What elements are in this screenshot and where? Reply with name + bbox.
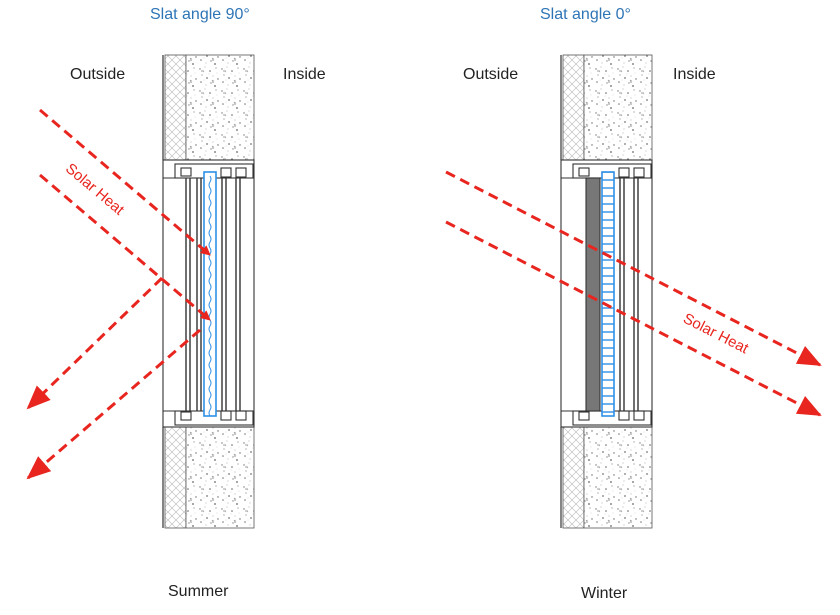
panel-title-summer: Slat angle 90° <box>150 6 250 23</box>
wall-section-winter <box>560 54 653 529</box>
season-label-winter: Winter <box>581 585 628 602</box>
season-label-summer: Summer <box>168 583 229 600</box>
panel-title-winter: Slat angle 0° <box>540 6 631 23</box>
outside-label-winter: Outside <box>463 66 519 83</box>
blind-slats-closed <box>203 171 217 417</box>
inside-label-winter: Inside <box>673 66 716 83</box>
window-frame-winter <box>560 159 653 428</box>
solar-heat-arrows-winter <box>445 170 822 417</box>
blind-slats-open <box>601 171 615 417</box>
solar-heat-arrows-summer <box>26 108 211 480</box>
inside-label-summer: Inside <box>283 66 326 83</box>
outside-label-summer: Outside <box>70 66 126 83</box>
wall-section-summer <box>162 54 255 529</box>
